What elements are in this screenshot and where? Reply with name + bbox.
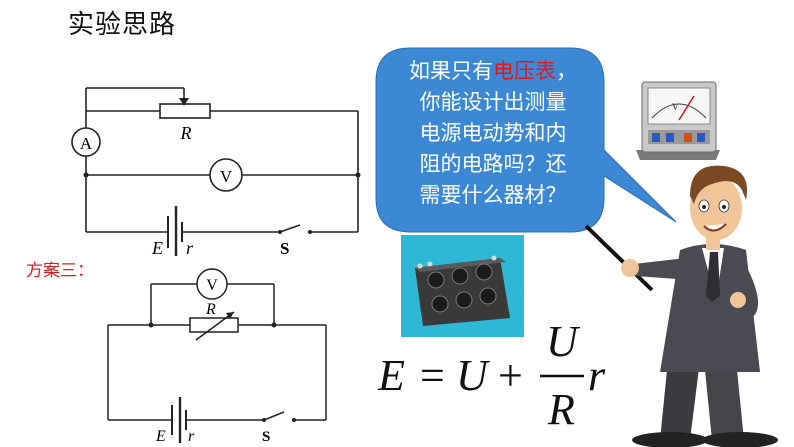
slide-title: 实验思路	[68, 10, 177, 40]
bubble-line-4: 阻的电路吗？还	[419, 152, 567, 176]
bubble-line-5: 需要什么器材？	[419, 183, 567, 207]
voltmeter-label-2: V	[206, 277, 218, 294]
emf-label-2: E	[155, 428, 166, 445]
voltmeter-symbol-2	[196, 268, 228, 300]
voltmeter-device-icon: V	[636, 81, 720, 160]
speech-bubble	[375, 47, 677, 233]
bubble-line-3: 电源电动势和内	[419, 121, 567, 145]
formula-u: U	[456, 351, 491, 400]
formula-numerator: U	[546, 320, 581, 366]
highlight-voltmeter: 电压表	[493, 59, 556, 83]
formula-equals: =	[420, 351, 445, 400]
meter-letter: V	[672, 102, 679, 112]
bubble-line-2: 你能设计出测量	[419, 90, 567, 114]
bubble-line-1: 如果只有电压表，	[409, 59, 577, 83]
bubble-question: 如果只有电压表， 你能设计出测量 电源电动势和内 阻的电路吗？还 需要什么器材？	[388, 56, 598, 211]
emf-label: E	[151, 238, 163, 258]
voltmeter-symbol	[209, 158, 243, 192]
switch-label-2: S	[262, 429, 270, 445]
switch-label: S	[280, 239, 289, 258]
formula-denominator: R	[547, 385, 575, 430]
ammeter-label: A	[80, 134, 93, 153]
emf-formula: E = U + U R r	[377, 320, 606, 430]
resistor-label: R	[180, 123, 192, 143]
plan-three-label: 方案三：	[26, 261, 94, 281]
pointer-stick	[584, 224, 654, 292]
ammeter-symbol	[71, 127, 101, 157]
internal-resistance-label: r	[186, 238, 194, 258]
formula-r: r	[588, 351, 606, 400]
teacher-cartoon	[621, 165, 778, 447]
voltmeter-label: V	[220, 167, 233, 186]
internal-resistance-label-2: r	[188, 428, 195, 445]
formula-plus: +	[498, 351, 523, 400]
resistor-label-2: R	[205, 301, 216, 318]
formula-e: E	[377, 351, 405, 400]
resistance-box-image	[401, 235, 524, 337]
